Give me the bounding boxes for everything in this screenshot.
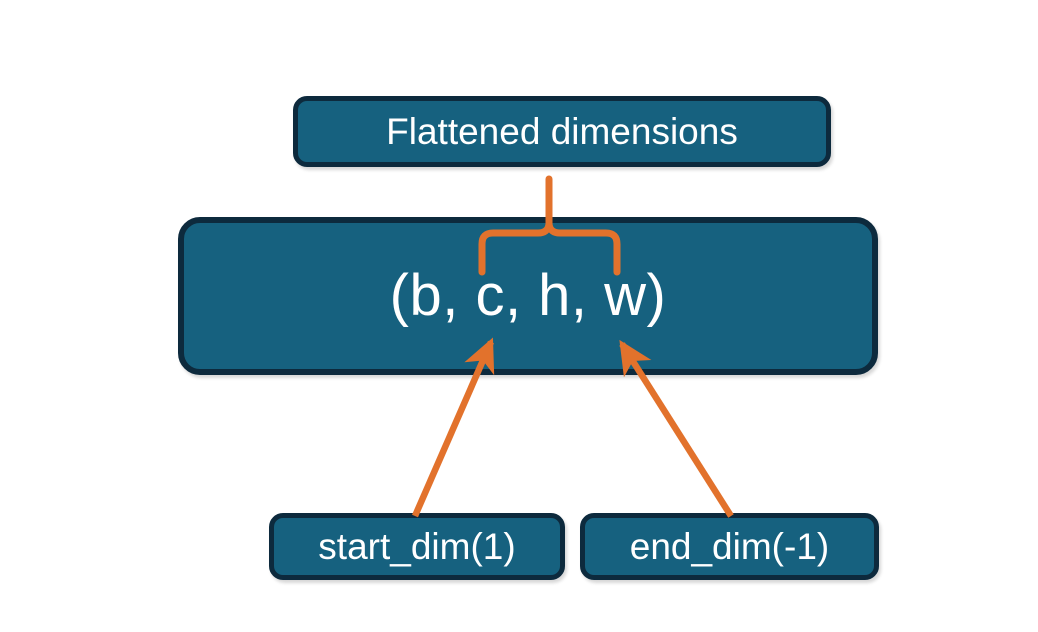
curly-brace-icon (478, 175, 621, 276)
arrow-end-dim-to-shape (619, 339, 734, 518)
arrow-start-dim-to-shape (412, 337, 495, 518)
